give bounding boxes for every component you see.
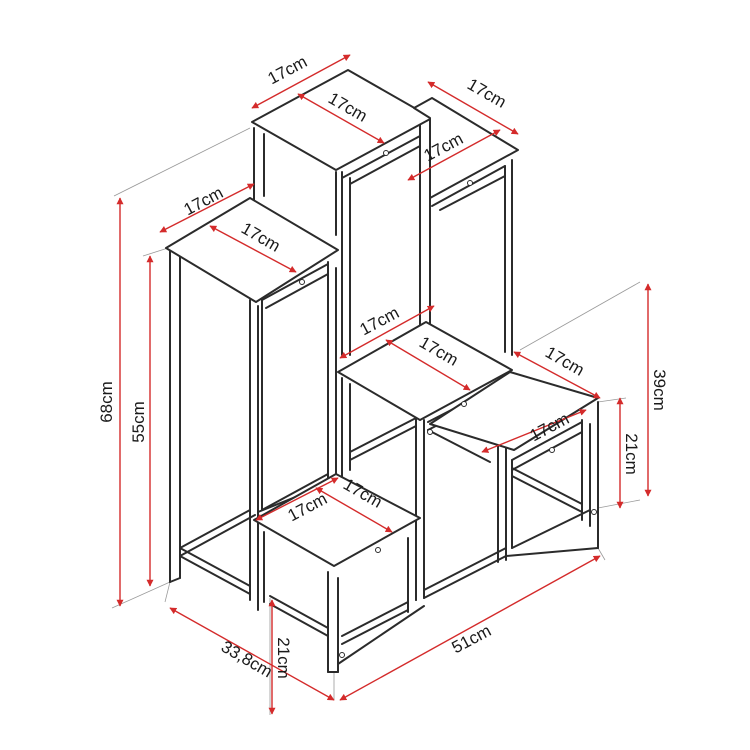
dim-left-shelf-depth	[159, 183, 255, 233]
label-right-low: 21cm	[622, 433, 641, 475]
label-total-height: 68cm	[97, 381, 116, 423]
label-depth-total: 33,8cm	[218, 637, 276, 681]
dimension-lines	[116, 54, 652, 715]
label-middle-depth: 17cm	[357, 303, 403, 339]
dim-bottom-depth	[255, 477, 339, 521]
label-left-height: 55cm	[129, 401, 148, 443]
dim-width-total	[339, 555, 601, 701]
dim-top-left-width	[297, 93, 385, 144]
label-right-high: 39cm	[650, 369, 669, 411]
label-front-low: 21cm	[274, 637, 293, 679]
label-right-low-width: 17cm	[542, 343, 588, 380]
dim-right-low-depth	[481, 409, 587, 453]
dim-left-shelf-width	[209, 225, 297, 273]
dim-bottom-width	[315, 487, 393, 533]
shelf-top-front-low	[253, 473, 421, 567]
dim-top-right-width	[427, 81, 519, 135]
label-left-shelf-depth: 17cm	[181, 183, 227, 219]
dim-top-left-depth	[251, 54, 351, 109]
label-top-left-depth: 17cm	[265, 52, 311, 88]
dim-top-right-depth	[407, 129, 501, 181]
dim-middle-depth	[339, 305, 435, 359]
dim-middle-width	[385, 339, 471, 391]
dim-depth-total	[169, 607, 335, 701]
dim-right-low-width	[513, 351, 601, 399]
